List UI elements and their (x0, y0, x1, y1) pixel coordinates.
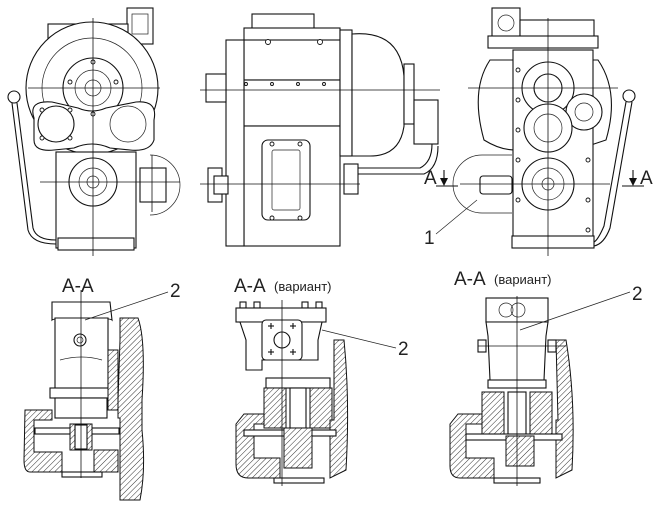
section-marker-left (436, 170, 458, 187)
section-3-callout: 2 (632, 284, 643, 305)
front-view (7, 7, 181, 256)
section-aa-variant-2 (449, 296, 574, 486)
section-3-title: A-A (454, 269, 486, 290)
section-marker-left-label: A (424, 168, 437, 189)
section-aa-variant-1 (235, 300, 349, 486)
callout-1-label: 1 (424, 228, 435, 249)
callout-2-leader (84, 291, 169, 321)
section-marker-right (622, 170, 644, 187)
section-1-callout: 2 (170, 281, 181, 302)
callout-1-leader (435, 199, 478, 235)
section-2-suffix: (вариант) (274, 279, 332, 294)
section-marker-right-label: A (640, 168, 653, 189)
section-2-callout: 2 (398, 339, 409, 360)
section-aa (23, 290, 145, 501)
rear-view (452, 7, 636, 256)
section-1-title: A-A (62, 276, 94, 297)
mount-bolt-crosses (268, 323, 296, 355)
callout-2-leader (321, 329, 397, 349)
side-view (200, 13, 440, 247)
callout-2-leader (519, 291, 631, 331)
section-3-suffix: (вариант) (494, 272, 552, 287)
section-2-title: A-A (234, 276, 266, 297)
